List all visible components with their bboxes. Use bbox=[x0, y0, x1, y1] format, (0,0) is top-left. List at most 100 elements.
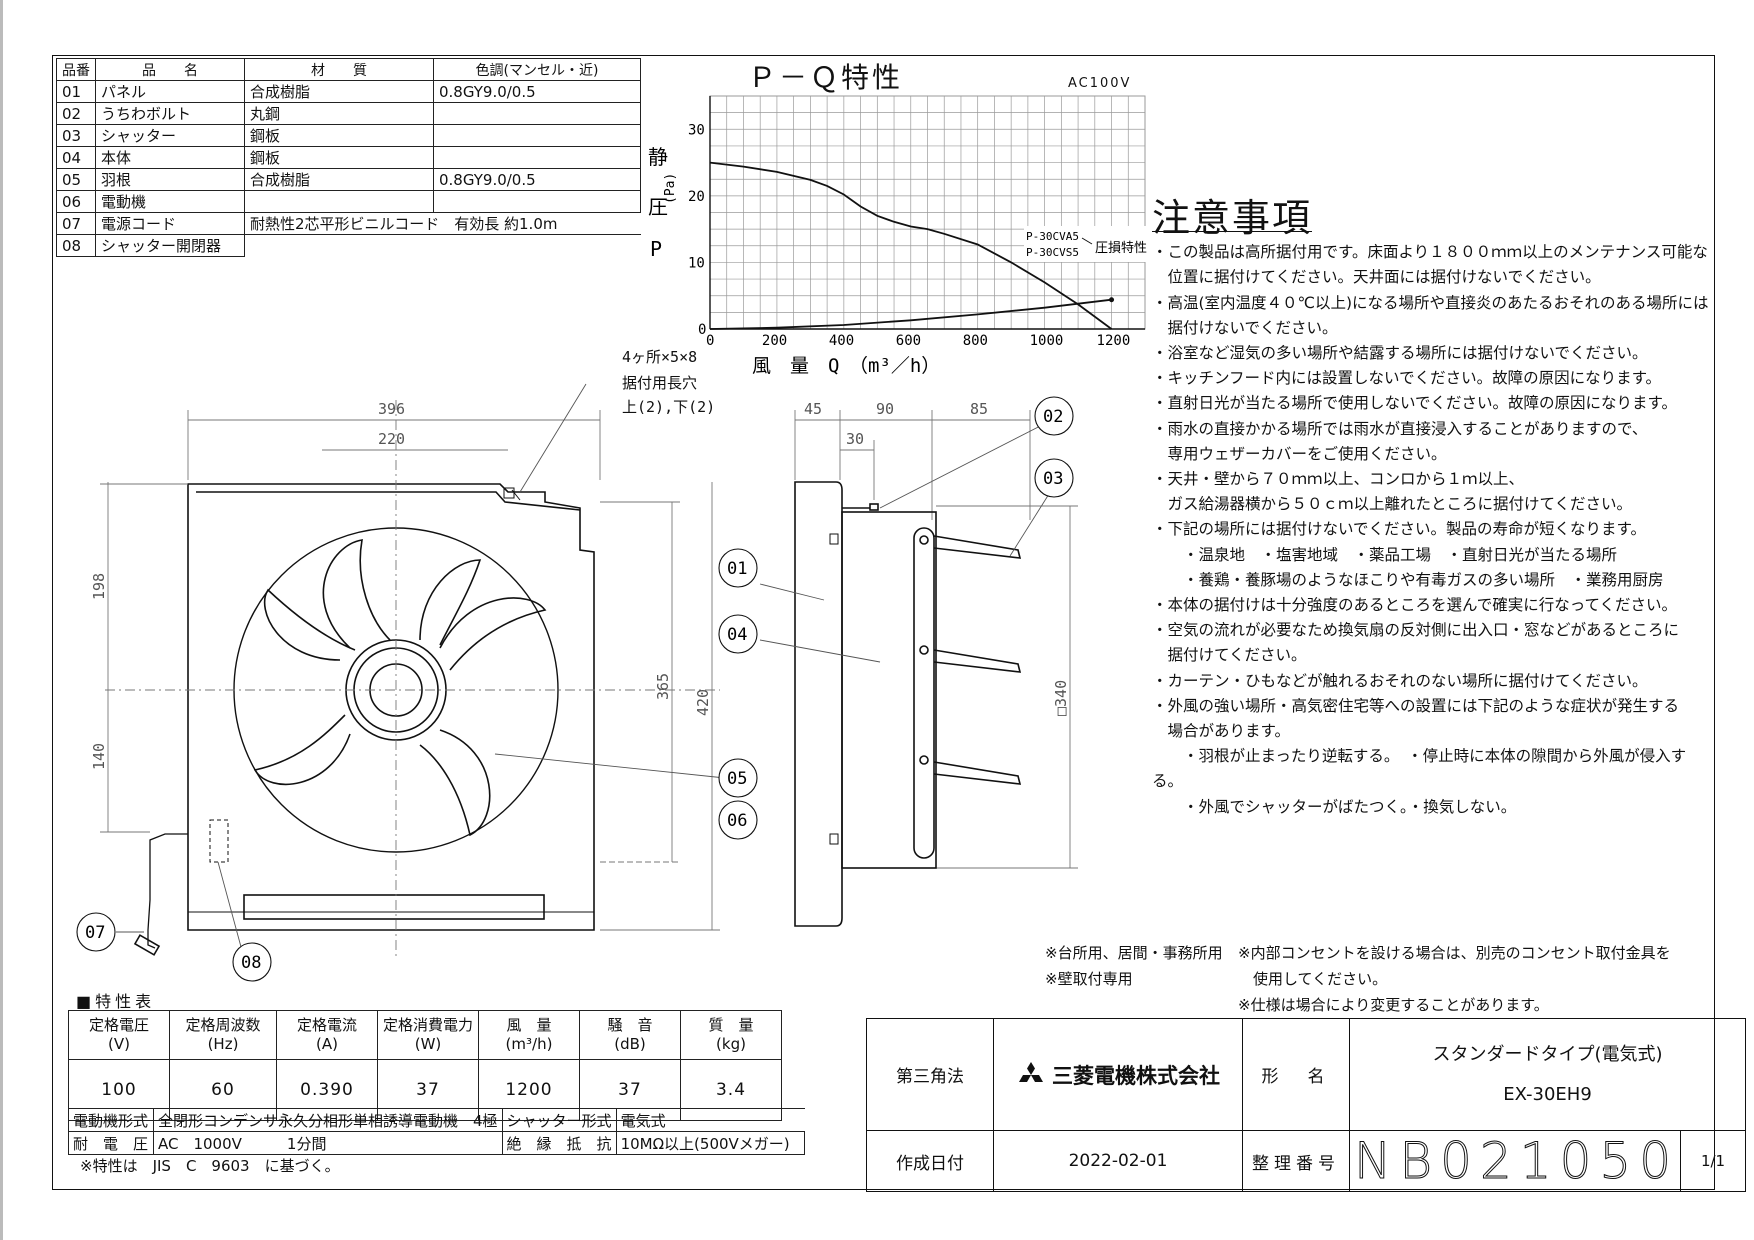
note-line: ・カーテン・ひもなどが触れるおそれのない場所に据付けてください。 bbox=[1152, 671, 1648, 690]
pq-curve-label: P-30CVA5 bbox=[1026, 230, 1079, 243]
voltage-label: 耐 電 圧 bbox=[68, 1131, 154, 1155]
dimension-values: 396 220 198 140 365 420 45 90 85 30 □340 bbox=[90, 400, 1070, 770]
dim-85: 85 bbox=[970, 400, 988, 418]
dim-396: 396 bbox=[378, 400, 405, 418]
motor-value: 全閉形コンデンサ永久分相形単相誘導電動機 4極 bbox=[153, 1108, 503, 1132]
callout-07: 07 bbox=[85, 923, 105, 943]
projection-method: 第三角法 bbox=[866, 1018, 994, 1131]
holes-note: 据付用長穴 bbox=[622, 374, 697, 392]
note-line: ・羽根が止まったり逆転する。 ・停止時に本体の隙間から外風が侵入する。 bbox=[1152, 747, 1687, 791]
note-line: ・高温(室内温度４０℃以上)になる場所や直接炎のあたるおそれのある場所には bbox=[1152, 293, 1709, 312]
type-name: スタンダードタイプ(電気式) bbox=[1432, 1043, 1663, 1065]
cell: 0.8GY9.0/0.5 bbox=[433, 168, 641, 191]
spec-header-unit: (m³/h) bbox=[505, 1035, 553, 1053]
side-view bbox=[794, 481, 1022, 927]
note-line: 位置に据付けてください。天井面には据付けないでください。 bbox=[1152, 268, 1601, 287]
spec-header: 定格消費電力(W) bbox=[377, 1010, 479, 1060]
pq-ylabel-char: P bbox=[650, 237, 662, 261]
x-tick-label: 800 bbox=[963, 333, 988, 349]
spec-header: 騒 音(dB) bbox=[579, 1010, 681, 1060]
cell: 耐熱性2芯平形ビニルコード 有効長 約1.0m bbox=[244, 212, 641, 235]
dim-220: 220 bbox=[378, 430, 405, 448]
callout-04: 04 bbox=[727, 625, 747, 645]
note-line: ・温泉地 ・塩害地域 ・薬品工場 ・直射日光が当たる場所 bbox=[1152, 545, 1618, 564]
pq-series bbox=[709, 161, 1115, 330]
insulation-value: 10MΩ以上(500Vメガー) bbox=[615, 1131, 806, 1155]
leader-lines bbox=[116, 383, 1055, 959]
dim-90: 90 bbox=[876, 400, 894, 418]
note-line: ・本体の据付けは十分強度のあるところを選んで確実に行なってください。 bbox=[1152, 596, 1677, 615]
sheet-number: 1/1 bbox=[1680, 1130, 1747, 1192]
insulation-label: 絶 縁 抵 抗 bbox=[501, 1131, 617, 1155]
x-tick-label: 1000 bbox=[1030, 333, 1064, 349]
note-line: ・天井・壁から７０ｍｍ以上、コンロから１ｍ以上、 bbox=[1152, 470, 1525, 489]
dim-140: 140 bbox=[90, 743, 108, 770]
spec-table: 定格電圧(V) 定格周波数(Hz) 定格電流(A) 定格消費電力(W) 風 量(… bbox=[68, 1010, 782, 1121]
series-end-point bbox=[1109, 297, 1115, 303]
note-line: ・養鶏・養豚場のようなほこりや有毒ガスの多い場所 ・業務用厨房 bbox=[1152, 570, 1664, 589]
callout-06: 06 bbox=[727, 811, 747, 831]
spec-header: 定格電流(A) bbox=[276, 1010, 378, 1060]
y-tick-label: 20 bbox=[688, 189, 705, 205]
spec-header-name: 定格電圧 bbox=[88, 1016, 149, 1034]
callout-08: 08 bbox=[241, 953, 261, 973]
dim-198: 198 bbox=[90, 573, 108, 600]
callout-02: 02 bbox=[1043, 407, 1063, 427]
company-mark: 三菱電機株式会社 bbox=[995, 1060, 1241, 1090]
usage-footnotes: ※台所用、居間・事務所用 ※壁取付専用 bbox=[1045, 940, 1223, 992]
callout-05: 05 bbox=[727, 769, 747, 789]
spec-header-name: 定格消費電力 bbox=[382, 1016, 473, 1034]
voltage-value: AC 1000V 1分間 bbox=[153, 1131, 503, 1155]
cell: うちわボルト bbox=[95, 102, 245, 125]
note-line: ガス給湯器横から５０ｃｍ以上離れたところに据付けてください。 bbox=[1152, 495, 1633, 514]
footnote: ※内部コンセントを設ける場合は、別売のコンセント取付金具を bbox=[1238, 944, 1671, 962]
spec-header: 定格周波数(Hz) bbox=[169, 1010, 277, 1060]
spec-header-unit: (dB) bbox=[614, 1035, 646, 1053]
three-diamonds-icon bbox=[1019, 1061, 1043, 1082]
spec-header-name: 定格周波数 bbox=[185, 1016, 261, 1034]
shutter-value: 電気式 bbox=[615, 1108, 805, 1132]
dim-30: 30 bbox=[846, 430, 864, 448]
dim-420: 420 bbox=[694, 689, 712, 716]
cell bbox=[244, 234, 641, 257]
cell: 02 bbox=[56, 102, 96, 125]
note-line: ・空気の流れが必要なため換気扇の反対側に出入口・窓などがあるところに bbox=[1152, 621, 1680, 640]
note-line: ・外風でシャッターがばたつく。・換気しない。 bbox=[1152, 797, 1517, 816]
parts-header: 品 名 bbox=[95, 58, 245, 81]
note-line: ・キッチンフード内には設置しないでください。故障の原因になります。 bbox=[1152, 369, 1662, 388]
cell: シャッター bbox=[95, 124, 245, 147]
pq-ylabel-char: 圧 bbox=[648, 195, 668, 219]
front-view bbox=[133, 483, 595, 956]
page-edge bbox=[0, 0, 3, 1240]
spec-header: 質 量(kg) bbox=[680, 1010, 782, 1060]
caution-notes: 注意事項 ・この製品は高所据付用です。床面より１８００ｍｍ以上のメンテナンス可能… bbox=[1152, 199, 1712, 820]
note-line: 据付けないでください。 bbox=[1152, 318, 1338, 337]
cell: 08 bbox=[56, 234, 96, 257]
spec-header-unit: (Hz) bbox=[207, 1035, 239, 1053]
spec-header-unit: (W) bbox=[414, 1035, 442, 1053]
note-line: 据付けてください。 bbox=[1152, 646, 1307, 665]
spec-note: ※特性は JIS C 9603 に基づく。 bbox=[80, 1157, 340, 1175]
note-line: ・この製品は高所据付用です。床面より１８００ｍｍ以上のメンテナンス可能な bbox=[1152, 243, 1708, 262]
footnote: ※壁取付専用 bbox=[1045, 970, 1133, 988]
pq-chart-title: Ｐ－Ｑ特性 bbox=[748, 61, 904, 94]
part-callouts: 01 02 03 04 05 06 07 08 bbox=[76, 396, 1074, 982]
cell: 0.8GY9.0/0.5 bbox=[433, 80, 641, 103]
callout-01: 01 bbox=[727, 559, 747, 579]
spec-header-name: 騒 音 bbox=[607, 1016, 653, 1034]
spec-header-name: 定格電流 bbox=[296, 1016, 357, 1034]
pq-power-label: AC100V bbox=[1068, 76, 1132, 91]
pq-curve-label: 圧損特性 bbox=[1095, 241, 1147, 256]
series-line bbox=[709, 298, 1112, 330]
shutter-label: シャッター形式 bbox=[501, 1108, 617, 1132]
company-name: 三菱電機株式会社 bbox=[1052, 1063, 1220, 1088]
drawing-number-text: NB021050 bbox=[1353, 1132, 1680, 1191]
spec-table-extra: 電動機形式 全閉形コンデンサ永久分相形単相誘導電動機 4極 シャッター形式 電気… bbox=[68, 1108, 806, 1155]
